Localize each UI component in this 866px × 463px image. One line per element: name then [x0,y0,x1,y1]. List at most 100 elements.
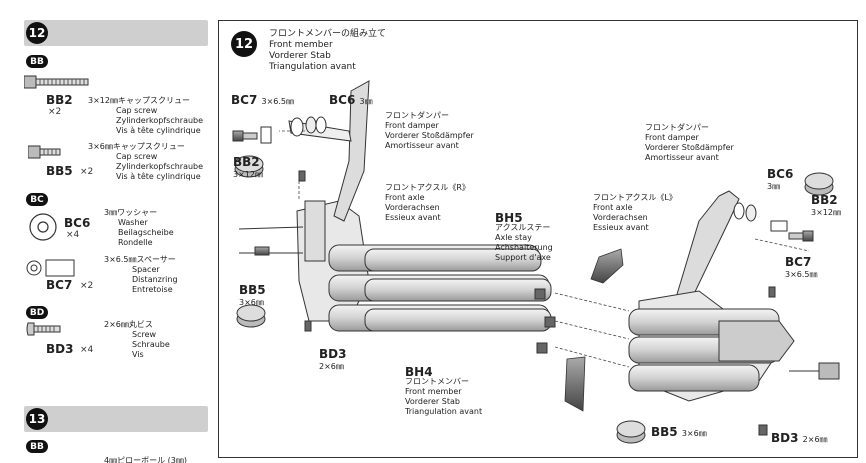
assembly-drawing [232,80,840,444]
bc6-right-label: BC6 3㎜ [767,167,827,192]
bb5-jp: 3×6㎜キャップスクリュー [88,142,185,151]
bc6-jp: 3㎜ワッシャー [104,208,158,217]
round-screw-icon [26,322,61,336]
bc7-right-code: BC7 [785,255,812,269]
bh4-jp: フロントメンバー [405,377,469,386]
bh5-jp: アクスルステー [495,223,551,232]
small-hardware [232,116,814,436]
bb5-qty: ×2 [80,167,94,177]
front-axle-r-en: Front axle [385,193,425,202]
main-step-number: 12 [231,31,257,57]
bc7-left-code: BC7 [231,93,258,107]
bb2-left-label: BB2 3×12㎜ [233,155,293,180]
main-title-fr: Triangulation avant [269,62,356,72]
front-damper-l-de: Vorderer Stoßdämpfer [645,143,734,152]
bb2-right-dim: 3×12㎜ [811,208,841,217]
main-title-de: Vorderer Stab [269,51,331,61]
spacer-icon [26,259,75,277]
bh5-label: BH5 アクスルステー Axle stay Achshalterung Supp… [495,211,553,263]
front-damper-l-fr: Amortisseur avant [645,153,719,162]
bd3-code: BD3 [46,342,74,356]
bb2-fr: Vis à tête cylindrique [116,126,201,135]
bd-group-tag: BD [26,306,48,319]
front-damper-r-label: フロントダンパー Front damper Vorderer Stoßdämpf… [385,111,474,151]
bb5-right-dim: 3×6㎜ [681,429,707,438]
bc6-left-dim: 3㎜ [359,97,373,106]
bb5-right-code: BB5 [651,425,678,439]
bd3-right-dim: 2×6㎜ [802,435,828,444]
bd3-en: Screw [132,330,157,339]
bc7-left-dim: 3×6.5㎜ [261,97,295,106]
bc6-left-code: BC6 [329,93,356,107]
front-axle-l-label: フロントアクスル《L》 Front axle Vorderachsen Essi… [593,193,677,233]
step-12-number: 12 [26,22,48,44]
bh4-fr: Triangulation avant [405,407,483,416]
bb5-code: BB5 [46,164,73,178]
rubber-bushings [234,155,834,444]
bh5-en: Axle stay [495,233,532,242]
bh5-code: BH5 [495,211,523,225]
front-damper-r-en: Front damper [385,121,439,130]
washer-icon [29,213,57,241]
step-12-bar [24,20,208,46]
bc6-left-label: BC6 3㎜ [329,93,373,107]
bb-partial-desc: 4㎜ピローボール (3㎜) [104,456,187,463]
bc6-description: 3㎜ワッシャー Washer Beilagscheibe Rondelle [104,208,212,248]
step-13-bar [24,406,208,432]
front-damper-l-jp: フロントダンパー [645,123,709,132]
bc7-right-dim: 3×6.5㎜ [785,270,818,279]
bb5-de: Zylinderkopfschraube [116,162,204,171]
bh5-fr: Support d'axe [495,253,551,262]
assembly-arrows [564,248,624,412]
front-damper-r-de: Vorderer Stoßdämpfer [385,131,474,140]
bh4-code: BH4 [405,365,433,379]
bb-group-tag: BB [26,55,48,68]
bb5-left-label: BB5 3×6㎜ [239,283,299,308]
cap-screw-short-icon [28,145,61,159]
front-axle-r-fr: Essieux avant [385,213,441,222]
bc7-qty: ×2 [80,281,94,291]
bh4-label: BH4 フロントメンバー Front member Vorderer Stab … [405,365,483,417]
front-damper-r-jp: フロントダンパー [385,111,449,120]
bd3-left-label: BD3 2×6㎜ [319,347,379,372]
bc6-right-code: BC6 [767,167,794,181]
front-axle-l-en: Front axle [593,203,633,212]
bc7-en: Spacer [132,265,160,274]
bh5-de: Achshalterung [495,243,553,252]
bh4-de: Vorderer Stab [405,397,460,406]
bc7-de: Distanzring [132,275,178,284]
front-damper-r-fr: Amortisseur avant [385,141,459,150]
bb2-left-code: BB2 [233,155,260,169]
bd3-de: Schraube [132,340,170,349]
bc7-description: 3×6.5㎜スペーサー Spacer Distanzring Entretois… [104,255,212,295]
bc7-jp: 3×6.5㎜スペーサー [104,255,176,264]
bc6-fr: Rondelle [118,238,153,247]
step-13-number: 13 [26,408,48,430]
bb2-qty: ×2 [48,107,62,117]
bb2-code: BB2 [46,93,73,107]
bb2-left-dim: 3×12㎜ [233,170,263,179]
bb5-right-label: BB5 3×6㎜ [651,425,707,439]
cap-screw-long-icon [24,75,89,89]
bc6-right-dim: 3㎜ [767,182,781,191]
bc7-code: BC7 [46,278,73,292]
main-title-en: Front member [269,40,333,50]
front-axle-l-jp: フロントアクスル《L》 [593,193,677,202]
bd3-jp: 2×6㎜丸ビス [104,320,153,329]
bb2-jp: 3×12㎜キャップスクリュー [88,96,190,105]
bc6-en: Washer [118,218,148,227]
bb2-right-code: BB2 [811,193,838,207]
bd3-left-dim: 2×6㎜ [319,362,344,371]
bb2-en: Cap screw [116,106,158,115]
main-title: フロントメンバーの組み立て Front member Vorderer Stab… [269,29,386,73]
bd3-description: 2×6㎜丸ビス Screw Schraube Vis [104,320,212,360]
bc7-fr: Entretoise [132,285,173,294]
right-axle-assembly [628,190,840,402]
front-damper-l-en: Front damper [645,133,699,142]
front-axle-l-de: Vorderachsen [593,213,648,222]
bb5-fr: Vis à tête cylindrique [116,172,201,181]
main-title-jp: フロントメンバーの組み立て [269,29,387,39]
bd3-right-label: BD3 2×6㎜ [771,431,828,445]
bb2-de: Zylinderkopfschraube [116,116,204,125]
bb5-left-dim: 3×6㎜ [239,298,264,307]
